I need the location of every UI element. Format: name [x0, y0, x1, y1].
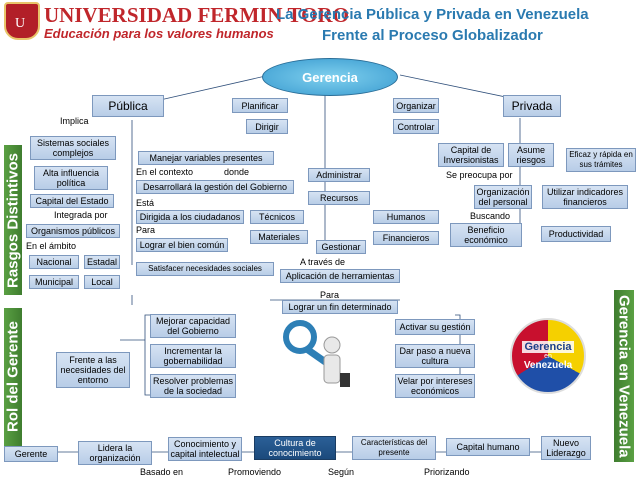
page-title-line2: Frente al Proceso Globalizador — [322, 27, 543, 44]
administrar-box: Administrar — [308, 168, 370, 182]
gerente-box: Gerente — [4, 446, 58, 462]
dirigir-box: Dirigir — [246, 119, 288, 134]
tab-gerencia-en-venezuela: Gerencia en Venezuela — [614, 290, 634, 462]
tecnicos-box: Técnicos — [250, 210, 304, 224]
key-figure-illustration — [283, 320, 350, 387]
municipal-box: Municipal — [29, 275, 79, 289]
gerencia-label: Gerencia — [302, 69, 358, 85]
nacional-box: Nacional — [29, 255, 79, 269]
controlar-box: Controlar — [393, 119, 439, 134]
capital-inversionistas-box: Capital de Inversionistas — [438, 143, 504, 167]
lidera-box: Lidera la organización — [78, 441, 152, 465]
nuevo-liderazgo-box: Nuevo Liderazgo — [541, 436, 591, 460]
shield-icon: U — [15, 16, 25, 31]
ambito-label: En el ámbito — [26, 241, 77, 251]
humanos-box: Humanos — [373, 210, 439, 224]
capital-estado-box: Capital del Estado — [30, 194, 114, 208]
conocimiento-box: Conocimiento y capital intelectual — [168, 437, 242, 461]
recursos-box: Recursos — [308, 191, 370, 205]
segun-label: Según — [328, 467, 355, 477]
local-box: Local — [84, 275, 120, 289]
svg-text:U: U — [15, 16, 25, 31]
gerencia-node: Gerencia — [262, 58, 398, 96]
university-slogan: Educación para los valores humanos — [44, 26, 274, 41]
frente-box: Frente a las necesidades del entorno — [56, 352, 130, 388]
contexto-label: En el contexto — [136, 167, 194, 177]
velar-box: Velar por intereses económicos — [395, 374, 475, 398]
gestionar-box: Gestionar — [316, 240, 366, 254]
eficaz-box: Eficaz y rápida en sus trámites — [566, 148, 636, 172]
organizacion-box: Organización del personal — [474, 185, 532, 209]
university-name: UNIVERSIDAD FERMIN TORO — [44, 3, 349, 27]
donde-label: donde — [224, 167, 250, 177]
materiales-box: Materiales — [250, 230, 308, 244]
activar-box: Activar su gestión — [395, 319, 475, 335]
priorizando-label: Priorizando — [424, 467, 470, 477]
implica-label: Implica — [60, 116, 89, 126]
organismos-box: Organismos públicos — [26, 224, 120, 238]
badge-top: Gerencia — [522, 341, 574, 353]
estadal-box: Estadal — [84, 255, 120, 269]
buscando-label: Buscando — [470, 211, 511, 221]
desarrollara-box: Desarrollará la gestión del Gobierno — [136, 180, 294, 194]
caracteristicas-box: Características del presente — [352, 436, 436, 460]
organizar-box: Organizar — [393, 98, 439, 113]
cultura-box: Cultura de conocimiento — [254, 436, 336, 460]
productividad-box: Productividad — [541, 226, 611, 242]
alta-influencia-box: Alta influencia política — [34, 166, 108, 190]
resolver-box: Resolver problemas de la sociedad — [150, 374, 236, 398]
dar-paso-box: Dar paso a nueva cultura — [395, 344, 475, 368]
manejar-box: Manejar variables presentes — [138, 151, 274, 165]
incrementar-box: Incrementar la gobernabilidad — [150, 344, 236, 368]
preocupa-label: Se preocupa por — [446, 170, 513, 180]
aplicacion-box: Aplicación de herramientas — [280, 269, 400, 283]
basado-label: Basado en — [140, 467, 184, 477]
utilizar-box: Utilizar indicadores financieros — [542, 185, 628, 209]
tab-rol-del-gerente: Rol del Gerente — [4, 308, 22, 446]
lograr-bien-box: Lograr el bien común — [136, 238, 228, 252]
dirigida-box: Dirigida a los ciudadanos — [136, 210, 244, 224]
badge-bottom: Venezuela — [523, 360, 573, 371]
satisfacer-box: Satisfacer necesidades sociales — [136, 262, 274, 276]
page-title-line1: La Gerencia Pública y Privada en Venezue… — [276, 6, 589, 23]
lograr-fin-box: Lograr un fin determinado — [282, 300, 398, 314]
para-label-publica: Para — [136, 225, 156, 235]
badge-mid: en — [544, 353, 552, 360]
publica-node: Pública — [92, 95, 164, 117]
esta-label: Está — [136, 198, 155, 208]
university-logo: U — [4, 2, 40, 40]
tab-rasgos-distintivos: Rasgos Distintivos — [4, 145, 22, 295]
gerencia-venezuela-badge: Gerencia en Venezuela — [510, 318, 586, 394]
privada-node: Privada — [503, 95, 561, 117]
promoviendo-label: Promoviendo — [228, 467, 282, 477]
para-label-center: Para — [320, 290, 340, 300]
a-traves-label: A través de — [300, 257, 346, 267]
financieros-box: Financieros — [373, 231, 439, 245]
integrada-label: Integrada por — [54, 210, 108, 220]
asume-riesgos-box: Asume riesgos — [508, 143, 554, 167]
sistemas-sociales-box: Sistemas sociales complejos — [30, 136, 116, 160]
beneficio-box: Beneficio económico — [450, 223, 522, 247]
mejorar-box: Mejorar capacidad del Gobierno — [150, 314, 236, 338]
planificar-box: Planificar — [232, 98, 288, 113]
person-icon — [323, 336, 350, 387]
capital-humano-box: Capital humano — [446, 438, 530, 456]
